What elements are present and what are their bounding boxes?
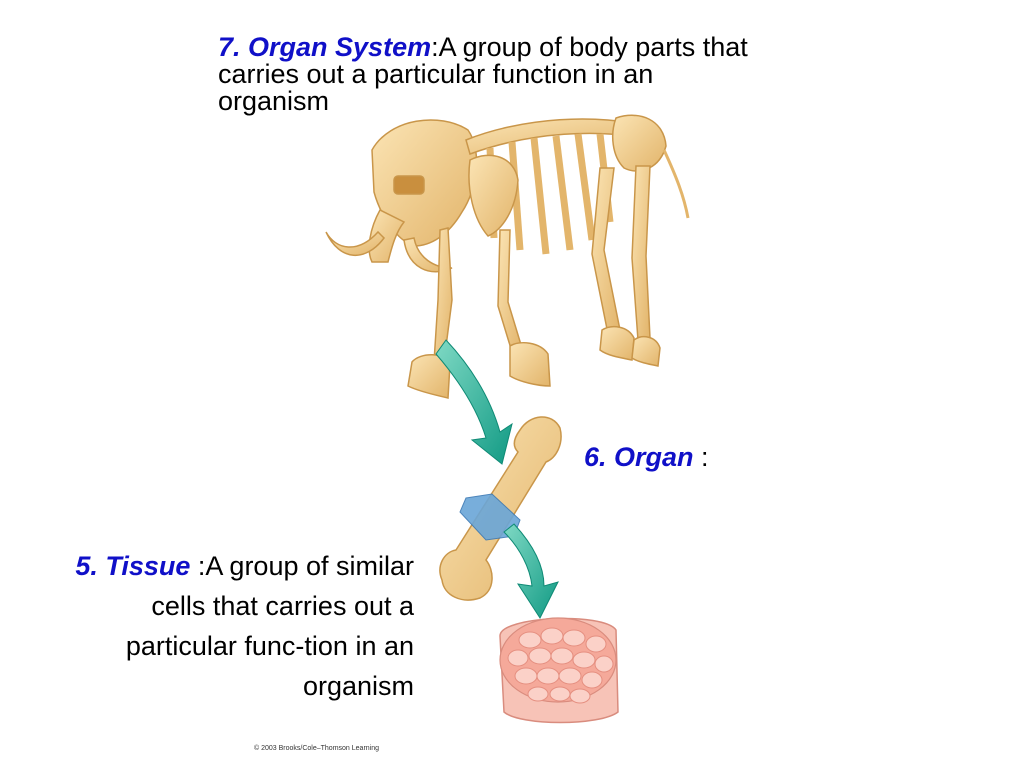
- organ-term: 6. Organ: [584, 442, 694, 472]
- tissue-definition: :A group of similar cells that carries o…: [125, 551, 414, 701]
- tissue-illustration: [499, 617, 619, 724]
- arrow-organ-to-tissue: [503, 523, 559, 620]
- tissue-term: 5. Tissue: [75, 551, 191, 581]
- tissue-label: 5. Tissue :A group of similar cells that…: [40, 546, 414, 706]
- organ-system-term: 7. Organ System: [218, 32, 432, 62]
- organ-system-label: 7. Organ System:A group of body parts th…: [218, 34, 748, 115]
- organ-definition: :: [693, 442, 709, 472]
- copyright-notice: © 2003 Brooks/Cole–Thomson Learning: [254, 745, 380, 752]
- organ-label: 6. Organ :: [584, 440, 709, 474]
- elephant-skeleton-illustration: [325, 114, 690, 399]
- arrow-system-to-organ: [435, 339, 513, 465]
- organ-system-definition: :A group of body parts that carries out …: [218, 32, 748, 116]
